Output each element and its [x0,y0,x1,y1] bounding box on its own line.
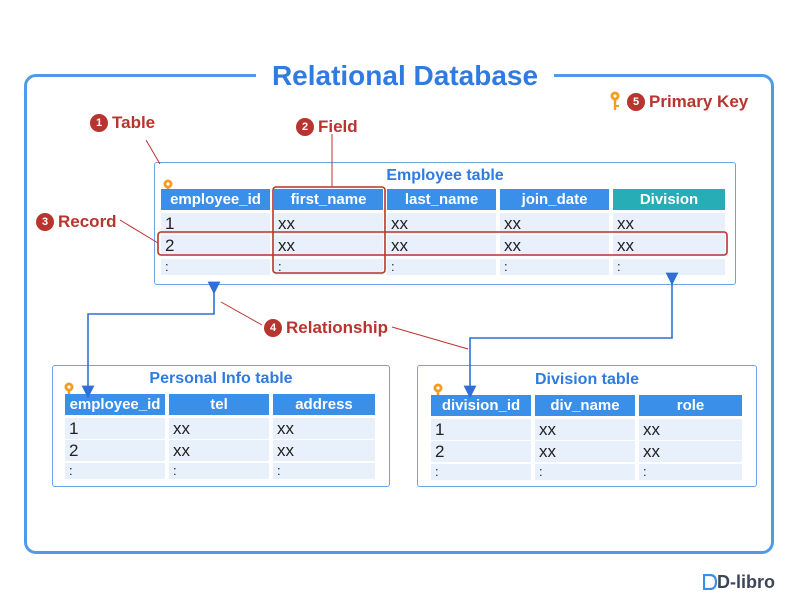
personal-info-table: Personal Info table employee_id tel addr… [52,365,390,487]
table-cell: xx [169,440,269,461]
table-cell: : [431,464,531,480]
table-cell: 2 [431,441,531,462]
personal-header-address: address [273,394,375,415]
personal-header-tel: tel [169,394,269,415]
employee-header-last-name: last_name [387,189,496,210]
callout-field-label: Field [318,116,358,136]
field-highlight [272,186,386,274]
table-cell: xx [387,213,496,234]
callout-record-label: Record [58,211,117,231]
table-cell: : [500,259,609,275]
table-cell: : [161,259,270,275]
personal-header-employee-id: employee_id [65,394,165,415]
employee-header-first-name: first_name [274,189,383,210]
diagram-title: Relational Database [256,56,554,96]
table-cell: xx [535,441,635,462]
division-header-role: role [639,395,742,416]
badge-5: 5 [627,92,645,111]
division-header-div-name: div_name [535,395,635,416]
callout-relationship-label: Relationship [286,317,389,337]
table-cell: : [273,463,375,479]
table-cell: xx [613,235,725,256]
d-libro-logo-mark [702,573,718,591]
division-header-division-id: division_id [431,395,531,416]
table-cell: xx [274,235,383,256]
table-cell: 2 [65,440,165,461]
table-cell: xx [169,418,269,439]
table-cell: xx [387,235,496,256]
table-cell: : [274,259,383,275]
table-cell: xx [500,235,609,256]
table-cell: xx [274,213,383,234]
employee-header-employee-id: employee_id [161,189,270,210]
record-leader-line [119,219,159,244]
badge-2: 2 [296,117,314,136]
d-libro-logo: D-libro [702,572,775,593]
badge-1: 1 [90,113,108,132]
table-cell: : [387,259,496,275]
table-cell: : [65,463,165,479]
table-cell: 2 [161,235,270,256]
table-cell: xx [639,419,742,440]
badge-4: 4 [264,318,282,337]
table-cell: : [639,464,742,480]
table-cell: xx [639,441,742,462]
table-cell: 1 [431,419,531,440]
table-cell: : [535,464,635,480]
employee-table-title: Employee table [386,167,504,184]
table-cell: xx [273,440,375,461]
relationship-leader-left [220,301,263,326]
relationship-leader-right [391,326,469,350]
badge-3: 3 [36,212,54,231]
logo-text: D-libro [717,572,775,592]
table-cell: 1 [65,418,165,439]
callout-table-label: Table [112,112,156,132]
employee-header-division: Division [613,189,725,210]
employee-header-join-date: join_date [500,189,609,210]
table-cell: : [169,463,269,479]
table-leader-line [145,139,161,165]
record-highlight [157,231,728,256]
table-cell: xx [273,418,375,439]
callout-primary-key-label: Primary Key [649,91,749,111]
relationship-arrow-personal [81,281,221,399]
table-cell: xx [500,213,609,234]
employee-table: Employee table employee_id first_name la… [154,162,736,285]
key-icon [610,91,620,110]
table-cell: xx [613,213,725,234]
table-cell: 1 [161,213,270,234]
relationship-arrow-division [463,272,679,399]
table-cell: xx [535,419,635,440]
table-cell: : [613,259,725,275]
